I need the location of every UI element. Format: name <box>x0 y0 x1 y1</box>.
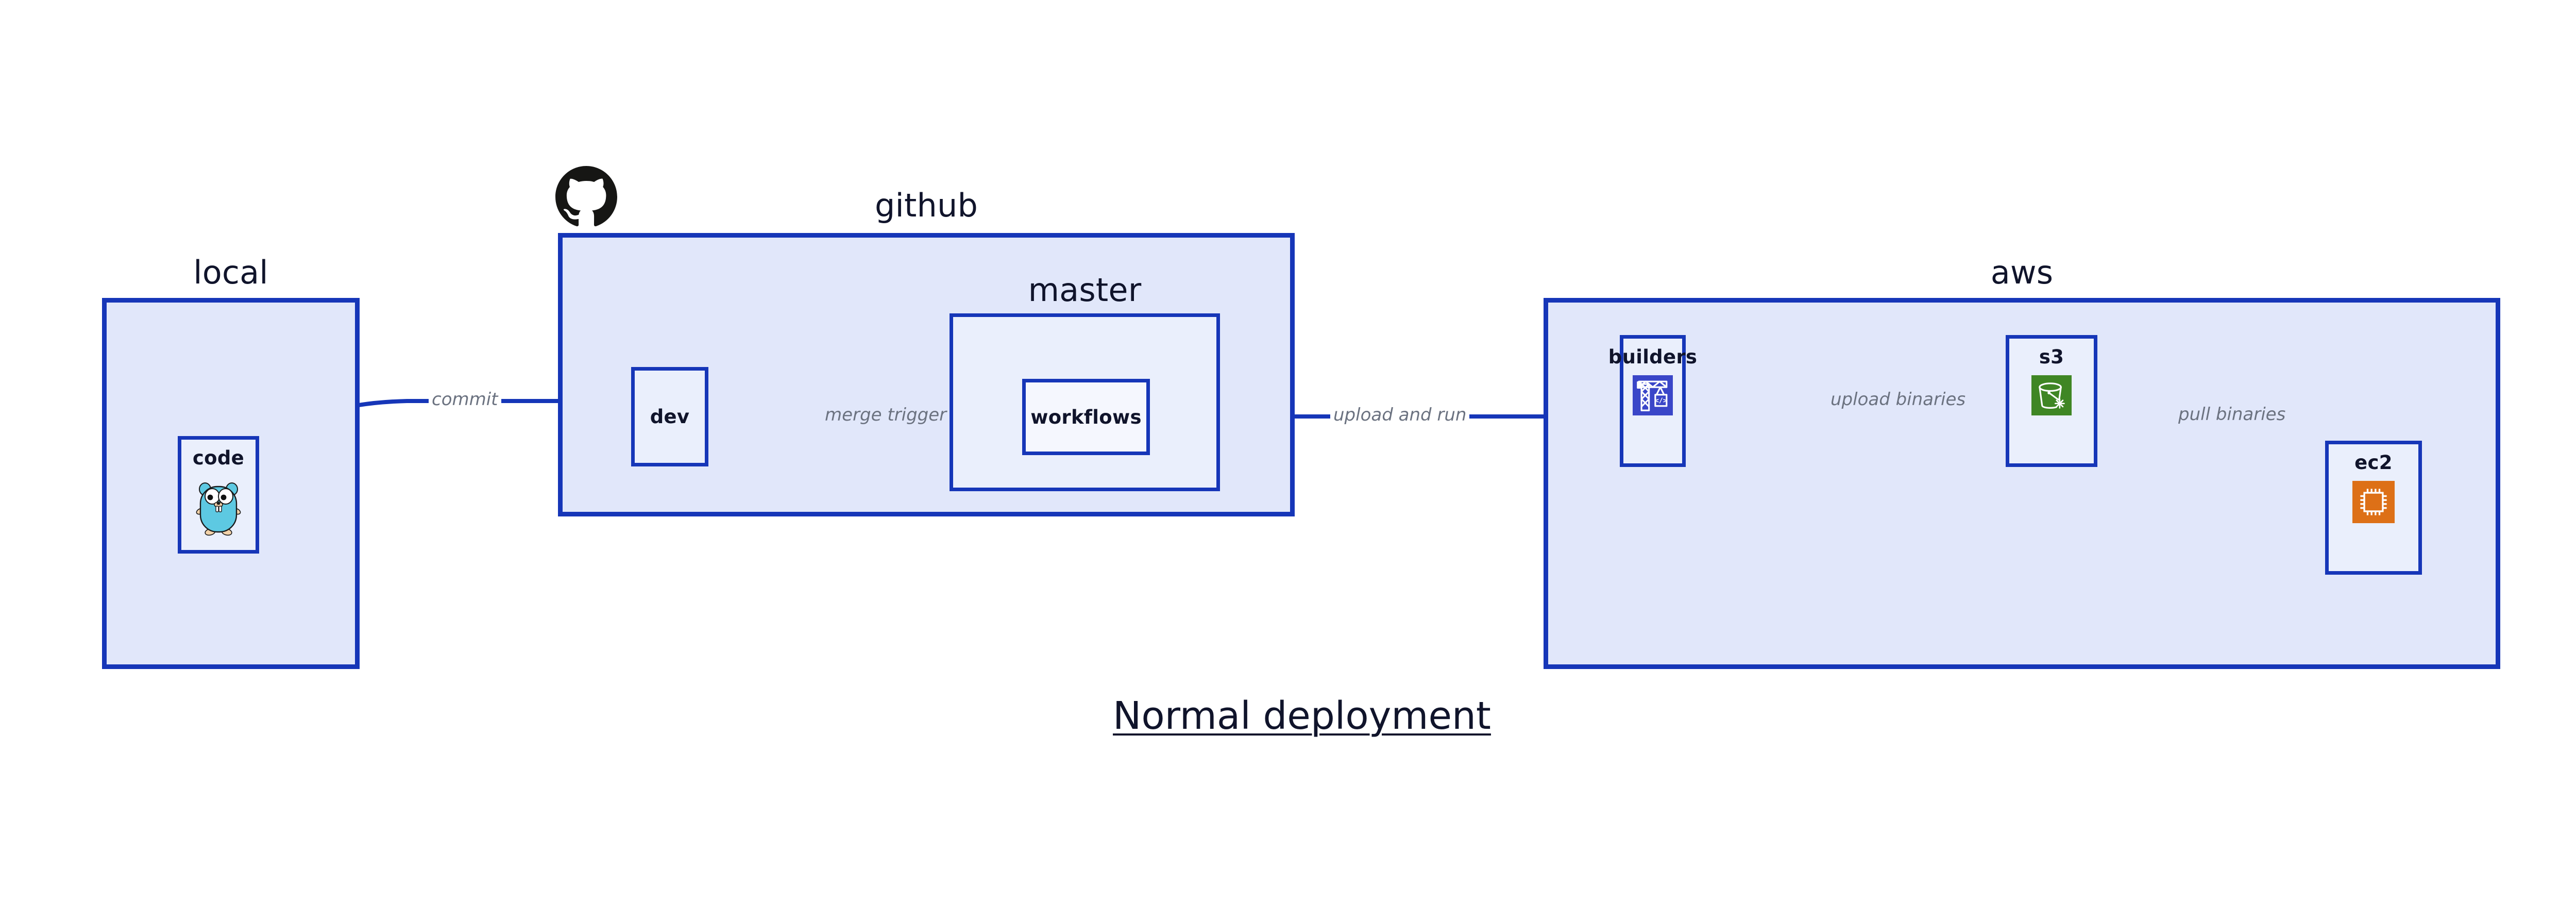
node-builders[interactable]: builders < <box>1608 335 1697 467</box>
aws-builders-crane-icon: </> <box>1633 375 1673 415</box>
node-builders-label: builders <box>1608 346 1698 368</box>
node-ec2[interactable]: ec2 <box>2325 441 2422 575</box>
diagram-title-text: Normal deployment <box>1113 694 1491 738</box>
node-dev-label: dev <box>650 406 690 428</box>
edge-label-upload-binaries: upload binaries <box>1827 391 1969 408</box>
node-code-label: code <box>192 447 245 469</box>
node-workflows[interactable]: workflows <box>1022 379 1150 455</box>
edge-label-merge-trigger: merge trigger <box>822 406 950 424</box>
edge-label-pull-binaries: pull binaries <box>2175 406 2289 423</box>
github-octocat-icon <box>555 166 617 228</box>
go-gopher-icon <box>194 475 243 537</box>
aws-ec2-chip-icon <box>2352 481 2395 523</box>
node-s3[interactable]: s3 <box>2006 335 2097 467</box>
group-label-github: github <box>874 187 978 224</box>
node-code[interactable]: code <box>178 436 259 554</box>
node-ec2-label: ec2 <box>2354 452 2393 474</box>
aws-s3-bucket-icon <box>2031 375 2072 415</box>
group-label-local: local <box>193 254 268 291</box>
node-dev[interactable]: dev <box>631 367 708 466</box>
group-label-master: master <box>1028 271 1142 309</box>
svg-text:</>: </> <box>1655 397 1667 405</box>
edge-label-upload-and-run: upload and run <box>1330 406 1470 424</box>
node-workflows-label: workflows <box>1030 406 1142 428</box>
edge-label-commit: commit <box>429 391 501 408</box>
group-label-aws: aws <box>1990 254 2054 291</box>
node-s3-label: s3 <box>2039 346 2064 368</box>
diagram-title: Normal deployment <box>0 697 2576 735</box>
